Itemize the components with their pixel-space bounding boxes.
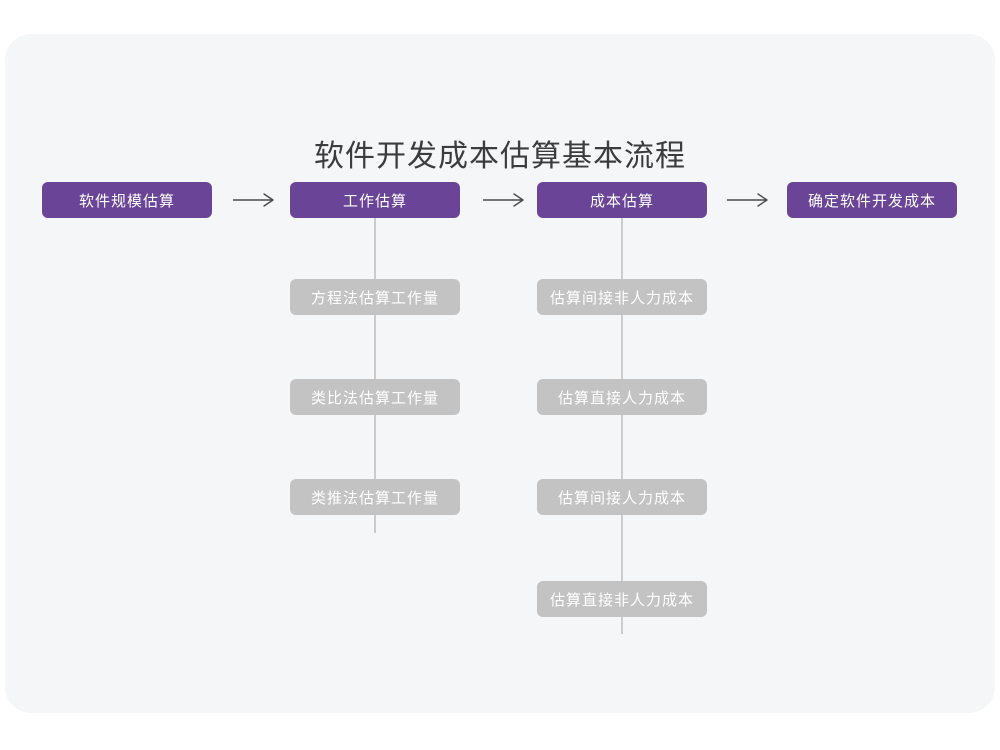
flowchart-card: 软件开发成本估算基本流程 软件规模估算 工作估算 成本估算 确定软件开发成本 方… <box>5 34 995 713</box>
step-software-scale-estimation: 软件规模估算 <box>42 182 212 218</box>
substep-direct-labor-cost: 估算直接人力成本 <box>537 379 707 415</box>
substep-direct-nonlabor-cost: 估算直接非人力成本 <box>537 581 707 617</box>
step-cost-estimation: 成本估算 <box>537 182 707 218</box>
arrow-right-icon <box>483 193 524 207</box>
substep-equation-method: 方程法估算工作量 <box>290 279 460 315</box>
connector-line-cost-estimation <box>621 218 623 634</box>
connector-line-work-estimation <box>374 218 376 533</box>
substep-analogy-method: 类比法估算工作量 <box>290 379 460 415</box>
arrow-right-icon <box>727 193 768 207</box>
substep-extrapolation-method: 类推法估算工作量 <box>290 479 460 515</box>
arrow-right-icon <box>233 193 274 207</box>
step-work-estimation: 工作估算 <box>290 182 460 218</box>
step-determine-development-cost: 确定软件开发成本 <box>787 182 957 218</box>
substep-indirect-nonlabor-cost: 估算间接非人力成本 <box>537 279 707 315</box>
page-title: 软件开发成本估算基本流程 <box>314 140 686 173</box>
substep-indirect-labor-cost: 估算间接人力成本 <box>537 479 707 515</box>
